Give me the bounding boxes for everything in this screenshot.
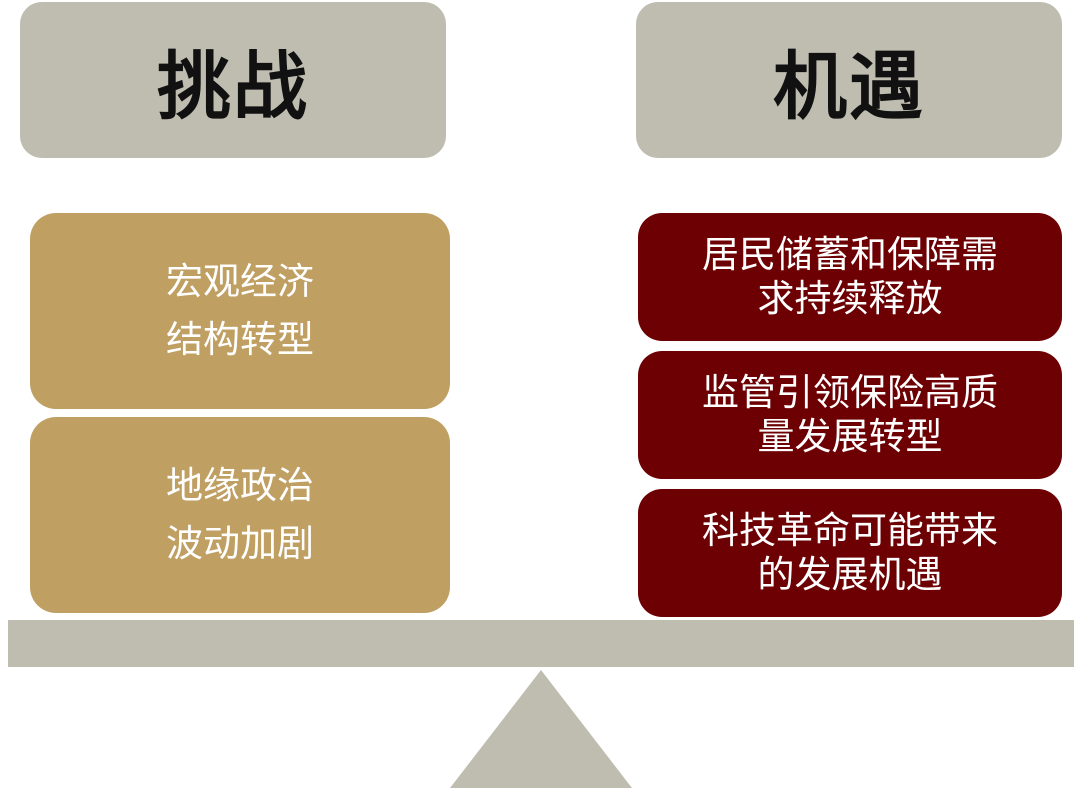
opportunity-text-line: 求持续释放 [757, 277, 943, 320]
challenge-box-economy: 宏观经济 结构转型 [30, 213, 450, 409]
opportunity-box-regulation: 监管引领保险高质 量发展转型 [638, 351, 1062, 479]
opportunity-text-line: 的发展机遇 [757, 553, 943, 596]
opportunity-header: 机遇 [636, 2, 1062, 158]
opportunity-box-technology: 科技革命可能带来 的发展机遇 [638, 489, 1062, 617]
challenge-text-line: 波动加剧 [166, 522, 314, 565]
challenge-header: 挑战 [20, 2, 446, 158]
opportunity-box-savings: 居民储蓄和保障需 求持续释放 [638, 213, 1062, 341]
opportunity-text-line: 监管引领保险高质 [702, 371, 998, 414]
challenge-header-label: 挑战 [157, 43, 309, 130]
challenge-text-line: 地缘政治 [166, 464, 314, 507]
scale-beam [8, 620, 1074, 667]
scale-fulcrum-triangle [450, 670, 632, 788]
opportunity-text-line: 科技革命可能带来 [702, 509, 998, 552]
opportunity-header-label: 机遇 [773, 43, 925, 130]
opportunity-text-line: 量发展转型 [757, 415, 943, 458]
challenge-box-geopolitics: 地缘政治 波动加剧 [30, 417, 450, 613]
challenge-text-line: 宏观经济 [166, 260, 314, 303]
challenge-text-line: 结构转型 [166, 318, 314, 361]
opportunity-text-line: 居民储蓄和保障需 [702, 233, 998, 276]
